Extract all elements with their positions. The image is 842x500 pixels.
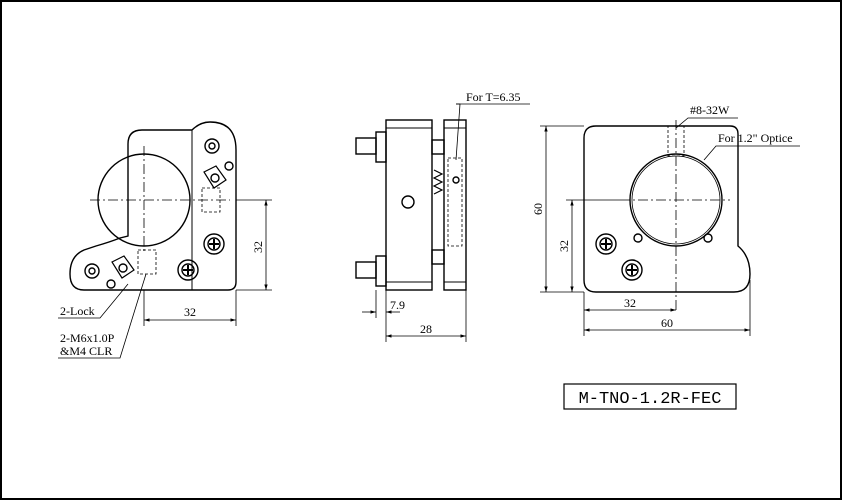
front-mount-body: [69, 121, 237, 291]
part-number: M-TNO-1.2R-FEC: [579, 390, 722, 409]
back-phillips-screw-icon: [595, 233, 617, 255]
lock-note: 2-Lock: [60, 304, 95, 318]
side-view: [355, 103, 530, 342]
pivot-screw-icon: [204, 138, 220, 154]
optic-note: For 1.2" Optice: [718, 131, 793, 145]
side-dim-small-label: 7.9: [390, 298, 405, 312]
thread-note-line1: 2-M6x1.0P: [60, 331, 115, 345]
back-dim-vertical-label: 32: [557, 240, 571, 252]
thread-note-line2: &M4 CLR: [60, 344, 112, 358]
front-dim-horizontal-label: 32: [184, 305, 196, 319]
back-dim-width-label: 60: [661, 316, 673, 330]
front-view: [58, 121, 272, 359]
back-view: [540, 117, 800, 336]
front-dim-vertical-label: 32: [251, 241, 265, 253]
back-dim-height-label: 60: [531, 203, 545, 215]
part-number-box: [563, 383, 737, 410]
thickness-note: For T=6.35: [466, 90, 521, 104]
screw-note: #8-32W: [690, 103, 730, 117]
side-back-plate: [443, 119, 467, 291]
back-phillips-screw-icon-2: [621, 259, 643, 281]
side-dim-width-label: 28: [420, 322, 432, 336]
phillips-screw-icon-2: [177, 259, 199, 281]
side-front-plate: [385, 119, 433, 291]
back-dim-horizontal-label: 32: [624, 296, 636, 310]
phillips-screw-icon: [203, 233, 225, 255]
pivot-screw-icon-lower: [84, 263, 100, 279]
spring-icon: [432, 169, 444, 195]
back-mount-body: [583, 125, 751, 293]
